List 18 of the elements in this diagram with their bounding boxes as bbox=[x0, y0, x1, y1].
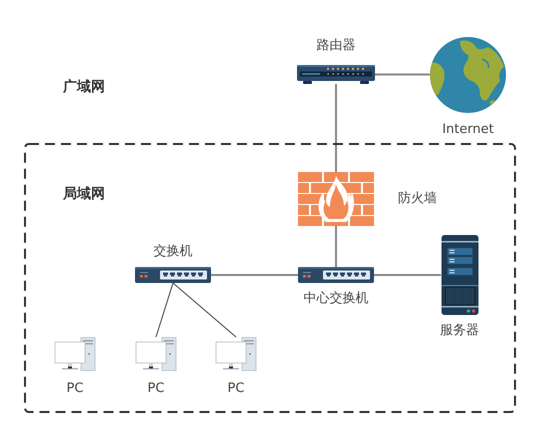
group-title: 局域网 bbox=[63, 185, 105, 204]
region-label: 广域网 bbox=[63, 78, 105, 97]
node-label: 中心交换机 bbox=[304, 291, 368, 307]
connector-line bbox=[335, 84, 337, 172]
node-label: 防火墙 bbox=[398, 191, 437, 207]
node-label: 路由器 bbox=[316, 38, 356, 54]
connector-line bbox=[156, 282, 174, 338]
node-label: 交换机 bbox=[154, 244, 192, 260]
connector-line bbox=[375, 74, 430, 76]
connector-line bbox=[172, 282, 236, 338]
connector-line bbox=[211, 274, 298, 276]
connector-line bbox=[335, 226, 337, 267]
node-label: Internet bbox=[442, 122, 494, 138]
node-label: 服务器 bbox=[440, 323, 479, 339]
connector-line bbox=[374, 274, 441, 276]
node-label: PC bbox=[228, 381, 244, 397]
node-label: PC bbox=[148, 381, 164, 397]
node-label: PC bbox=[66, 381, 84, 397]
